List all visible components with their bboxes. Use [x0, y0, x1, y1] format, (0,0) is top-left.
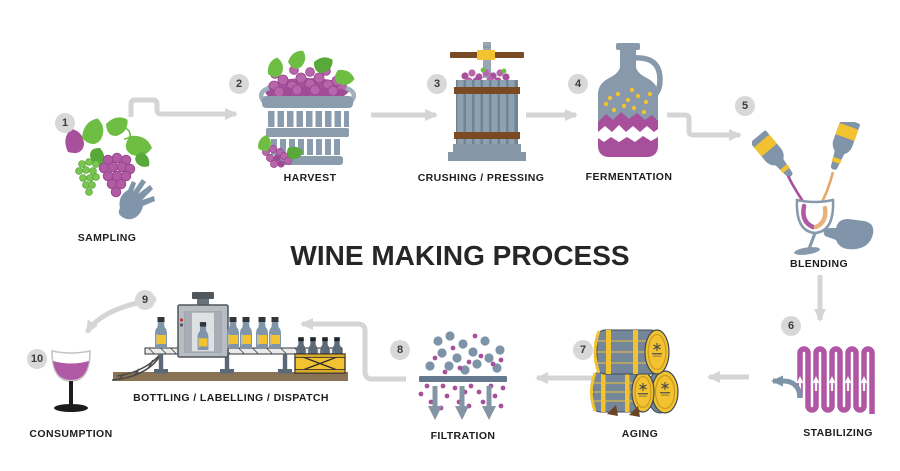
grapes-hand-icon: [58, 114, 155, 220]
labelling-machine: [177, 292, 229, 358]
barrel-chocks: [607, 405, 640, 417]
step-label: CONSUMPTION: [29, 428, 113, 440]
swirl-amber: [813, 205, 828, 230]
bottles-on-conveyor: [226, 316, 282, 349]
sampling-hand: [118, 179, 155, 220]
barrel-bottom-right: [646, 370, 679, 414]
page-title: WINE MAKING PROCESS: [290, 240, 630, 271]
step-label: CRUSHING / PRESSING: [417, 172, 545, 184]
fermentation-jug-icon: [598, 43, 663, 157]
jug-mouth: [616, 43, 640, 58]
arrow-filtration-to-bottling: [300, 318, 406, 382]
basket: [259, 85, 356, 165]
filter-membrane: [419, 376, 507, 382]
step-label: STABILIZING: [803, 427, 873, 439]
grape-mound: [262, 50, 356, 102]
unfiltered-particles: [425, 331, 505, 375]
glass-stem: [69, 381, 73, 406]
barrel-bottom-left: [590, 371, 655, 413]
step-number-badge: 9: [135, 290, 155, 310]
step-number-badge: 3: [427, 74, 447, 94]
purple-grape-cluster: [98, 152, 136, 198]
wine-glass-icon: [51, 350, 91, 412]
press-screw-block: [477, 50, 495, 60]
step-label: FERMENTATION: [585, 171, 673, 183]
wine-fill: [53, 361, 89, 380]
swirl-purple: [801, 203, 816, 230]
step-label: BOTTLING / LABELLING / DISPATCH: [133, 392, 329, 404]
step-number-badge: 5: [735, 96, 755, 116]
outlet-arrow: [771, 375, 803, 399]
foam-band: [598, 125, 658, 142]
press-base: [448, 144, 526, 161]
step-number-badge: 10: [27, 349, 47, 369]
vine-leaves: [58, 114, 154, 167]
flow-up-arrows: [796, 376, 868, 391]
blending-bottles-glass-icon: [752, 122, 874, 255]
step-number-badge: 7: [573, 340, 593, 360]
green-grape-cluster: [75, 158, 100, 196]
step-label: BLENDING: [789, 258, 849, 270]
arrow-fermentation-to-blending: [667, 112, 742, 141]
glass-stem: [807, 232, 817, 250]
dispatch-crate: [294, 336, 346, 374]
bottling-line-icon: [111, 292, 348, 381]
step-label: AGING: [621, 428, 659, 440]
downward-flow-arrows: [428, 386, 496, 420]
step-number-badge: 2: [229, 74, 249, 94]
step-number-badge: 8: [390, 340, 410, 360]
barrel-top: [593, 329, 670, 375]
blend-bottle-right: [823, 122, 861, 173]
oak-barrels-icon: [590, 329, 679, 417]
step-label: HARVEST: [283, 172, 337, 184]
cooling-coil: [797, 346, 875, 414]
step-label: FILTRATION: [430, 430, 496, 442]
arrow-sampling-to-harvest: [128, 97, 238, 120]
press-barrel: [454, 80, 520, 144]
bottle-infeed: [154, 316, 168, 349]
filtration-particles-icon: [418, 331, 507, 420]
factory-floor: [113, 372, 348, 381]
step-number-badge: 6: [781, 316, 801, 336]
blending-hand: [823, 219, 874, 250]
wine-press-icon: [448, 42, 526, 161]
grape-basket-icon: [254, 50, 356, 168]
blend-bottle-left: [752, 129, 799, 183]
glass-foot: [794, 247, 820, 255]
fermentation-bubbles: [603, 87, 653, 115]
stabilizing-coil-icon: [771, 346, 875, 414]
glass-foot: [54, 404, 88, 412]
spilled-grapes: [254, 134, 305, 168]
step-number-badge: 4: [568, 74, 588, 94]
step-number-badge: 1: [55, 113, 75, 133]
fine-particles-above: [432, 333, 504, 375]
step-label: SAMPLING: [77, 232, 137, 244]
